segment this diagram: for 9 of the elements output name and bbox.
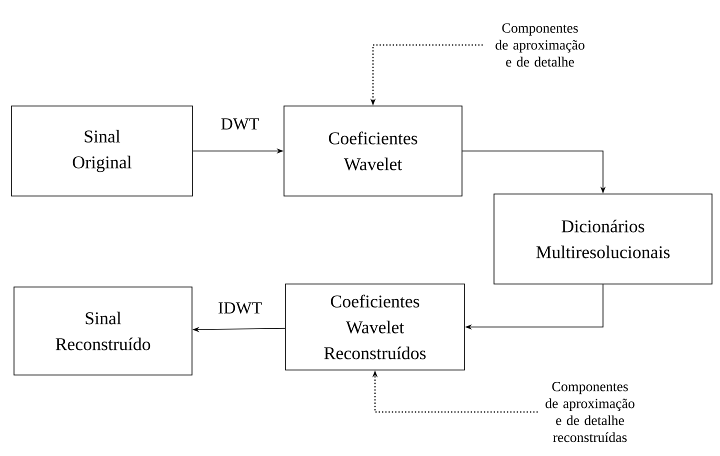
process-box: Coeficientes Wavelet — [284, 106, 462, 196]
note-text: Componentes de aproximação e de detalhe — [496, 23, 584, 67]
process-box: Sinal Original — [11, 106, 193, 196]
note-text: Componentes de aproximação e de detalhe reconstruídas — [546, 382, 634, 442]
process-box: Sinal Reconstruído — [14, 286, 192, 376]
edge-label: IDWT — [216, 301, 264, 315]
process-box: Coeficientes Wavelet Reconstruídos — [285, 284, 465, 370]
edge-label: DWT — [220, 117, 260, 131]
process-box: Dicionários Multiresolucionais — [494, 194, 712, 284]
